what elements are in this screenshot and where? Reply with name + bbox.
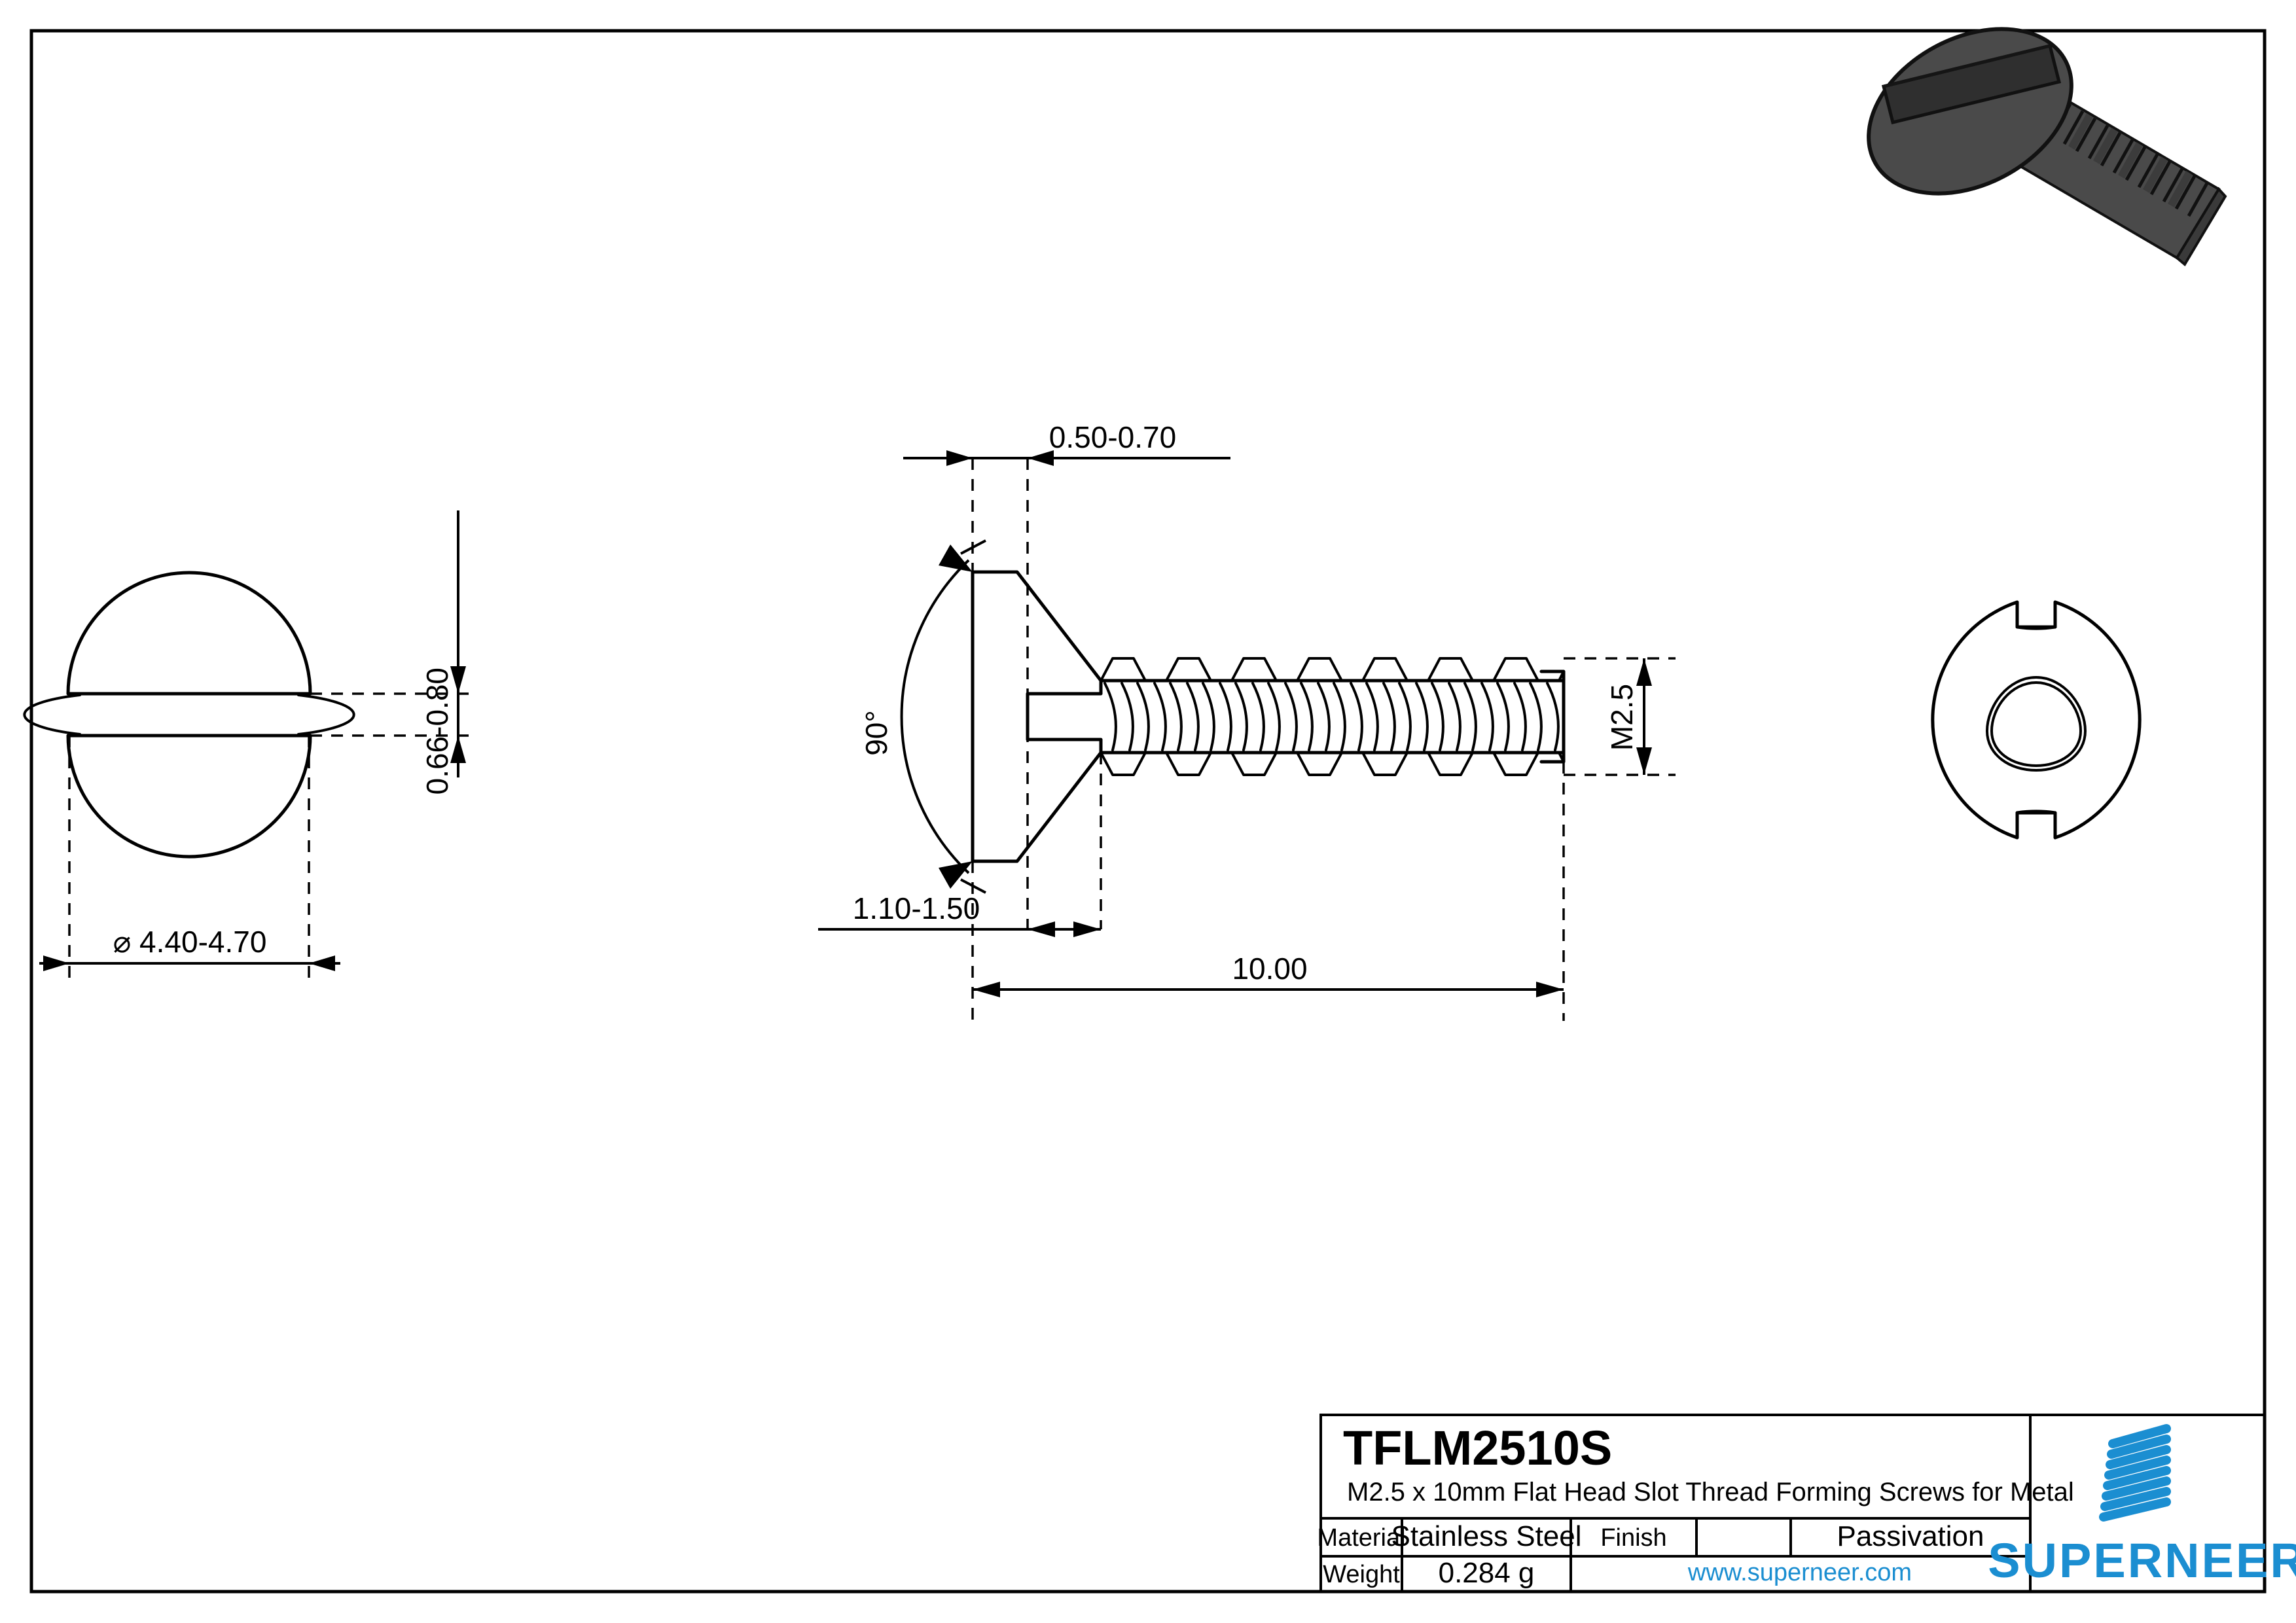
thread-crest-bottom xyxy=(1100,751,1565,776)
head-upper-half xyxy=(66,571,312,696)
head-lower-half xyxy=(66,734,312,859)
weight-value: 0.284 g xyxy=(1439,1557,1535,1589)
dim-head-diameter: ⌀ 4.40-4.70 xyxy=(39,925,340,971)
finish-label: Finish xyxy=(1600,1524,1666,1552)
dim-thread-size-text: M2.5 xyxy=(1605,684,1639,751)
section-view: 0.50-0.70 90° 1.10-1.50 xyxy=(818,420,1676,1021)
brand-name: SUPERNEER xyxy=(1988,1533,2296,1588)
title-block: TFLM2510S M2.5 x 10mm Flat Head Slot Thr… xyxy=(1317,1414,2266,1593)
render-head xyxy=(1867,27,2073,196)
dim-thread-size: M2.5 xyxy=(1605,658,1652,775)
slot-right-wall xyxy=(297,694,355,736)
end-view-head-outline xyxy=(1931,600,2142,840)
dim-slot-width: 0.66-0.80 xyxy=(420,510,466,794)
slot-notch-bottom xyxy=(2015,810,2057,815)
material-value: Stainless Steel xyxy=(1391,1520,1581,1552)
thread-crest-top xyxy=(1100,657,1565,682)
part-description: M2.5 x 10mm Flat Head Slot Thread Formin… xyxy=(1347,1478,2074,1507)
slot-left-wall xyxy=(23,694,81,736)
dim-slot-width-text: 0.66-0.80 xyxy=(420,668,454,794)
trilobe-outer xyxy=(1986,676,2087,772)
dim-thread-length-text: 10.00 xyxy=(1232,952,1307,986)
dim-head-height: 1.10-1.50 xyxy=(818,891,1101,937)
end-view xyxy=(1931,600,2142,840)
title-block-outer xyxy=(1319,1414,2266,1593)
shank-end-chamfer xyxy=(1539,669,1566,764)
dim-slot-depth-text: 0.50-0.70 xyxy=(1049,420,1176,454)
head-side-view: ⌀ 4.40-4.70 0.66-0.80 xyxy=(23,510,470,982)
brand-logo: SUPERNEER xyxy=(1988,1424,2296,1588)
dim-head-height-text: 1.10-1.50 xyxy=(853,891,980,925)
finish-value: Passivation xyxy=(1837,1520,1984,1552)
logo-stripes-icon xyxy=(2099,1424,2171,1522)
part-number: TFLM2510S xyxy=(1343,1421,1612,1475)
head-section-profile xyxy=(971,570,1103,863)
weight-label: Weight xyxy=(1323,1561,1400,1588)
isometric-render xyxy=(1867,27,2227,267)
website-link[interactable]: www.superneer.com xyxy=(1687,1559,1912,1586)
dim-slot-depth: 0.50-0.70 xyxy=(903,420,1230,466)
thread-helix-lines xyxy=(1103,682,1560,751)
slot-notch-top xyxy=(2015,625,2057,630)
sheet-border xyxy=(29,29,2267,1594)
trilobe-inner xyxy=(1990,681,2082,767)
dim-head-diameter-text: ⌀ 4.40-4.70 xyxy=(113,925,267,959)
dim-head-angle: 90° xyxy=(859,539,986,894)
dim-thread-length: 10.00 xyxy=(973,952,1564,997)
dim-head-angle-text: 90° xyxy=(859,710,893,756)
material-label: Material xyxy=(1317,1524,1405,1552)
